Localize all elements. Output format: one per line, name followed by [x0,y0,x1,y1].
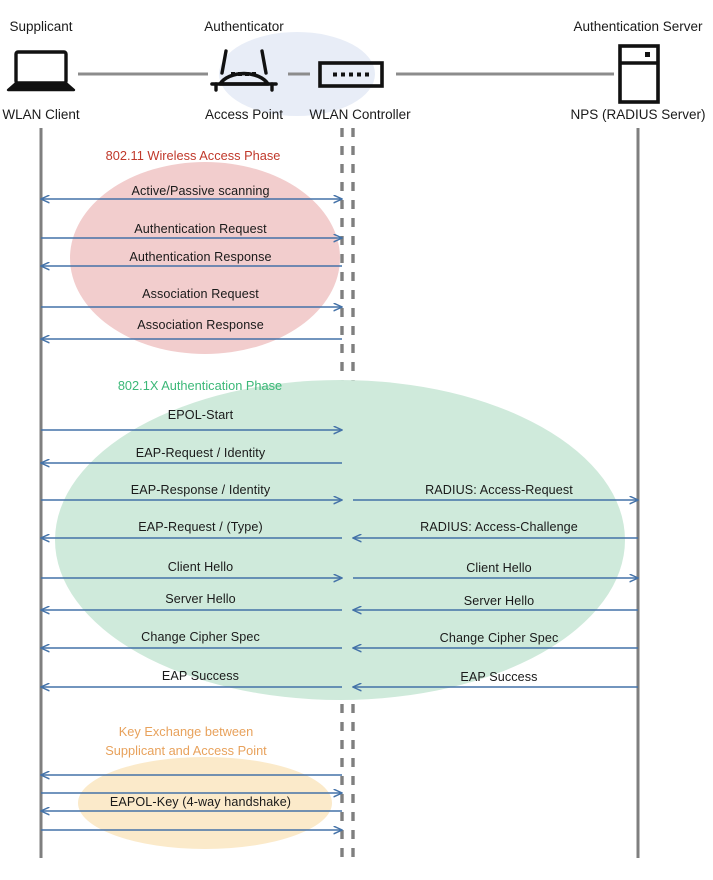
phase-ellipse-phase-key-exchange [78,757,332,849]
phase-title-phase-802-1x: 802.1X Authentication Phase [117,378,283,393]
server-rack-icon [618,44,660,104]
message-label-phase-802-1x-2: EAP-Response / Identity [130,483,271,497]
message-label-phase-802-1x-r0: RADIUS: Access-Request [425,483,573,497]
phase-ellipse-phase-802-11 [70,162,340,354]
message-label-phase-802-11-1: Authentication Request [134,222,267,236]
phase-title-line-1: Key Exchange between [118,724,254,739]
message-label-phase-802-1x-6: Change Cipher Spec [141,630,260,644]
phase-title-line-2: Supplicant and Access Point [105,743,267,758]
message-label-phase-key-exchange-2: EAPOL-Key (4-way handshake) [109,795,292,809]
actor-device-access-point: Access Point [204,107,284,122]
phase-title-phase-802-11: 802.11 Wireless Access Phase [105,148,281,163]
actor-role-access-point: Authenticator [204,19,284,34]
phase-ellipse-phase-802-1x [55,380,625,700]
message-label-phase-802-1x-r4: Change Cipher Spec [439,631,559,645]
messages-group [41,199,638,830]
phase-ellipses-group [55,162,625,849]
message-label-phase-802-1x-0: EPOL-Start [167,408,234,422]
actor-device-wlan-controller: WLAN Controller [309,107,411,122]
message-label-phase-802-1x-r2: Client Hello [466,561,532,575]
wireless-router-icon [210,49,278,92]
laptop-icon [6,50,76,92]
message-label-phase-802-1x-r1: RADIUS: Access-Challenge [420,520,578,534]
message-label-phase-802-11-0: Active/Passive scanning [131,184,270,198]
switch-icon [318,61,384,88]
message-label-phase-802-1x-r5: EAP Success [460,670,538,684]
actor-device-auth-server: NPS (RADIUS Server) [570,107,706,122]
message-label-phase-802-1x-r3: Server Hello [463,594,535,608]
actor-role-supplicant: Supplicant [9,19,73,34]
message-label-phase-802-1x-3: EAP-Request / (Type) [138,520,263,534]
message-label-phase-802-1x-7: EAP Success [161,669,240,683]
device-icons-group [6,44,660,104]
message-label-phase-802-1x-1: EAP-Request / Identity [135,446,266,460]
actor-role-auth-server: Authentication Server [573,19,703,34]
message-label-phase-802-11-4: Association Response [137,318,264,332]
message-label-phase-802-11-3: Association Request [142,287,259,301]
message-label-phase-802-1x-4: Client Hello [167,560,234,574]
message-label-phase-802-11-2: Authentication Response [129,250,272,264]
message-label-phase-802-1x-5: Server Hello [165,592,236,606]
actor-device-supplicant: WLAN Client [2,107,80,122]
